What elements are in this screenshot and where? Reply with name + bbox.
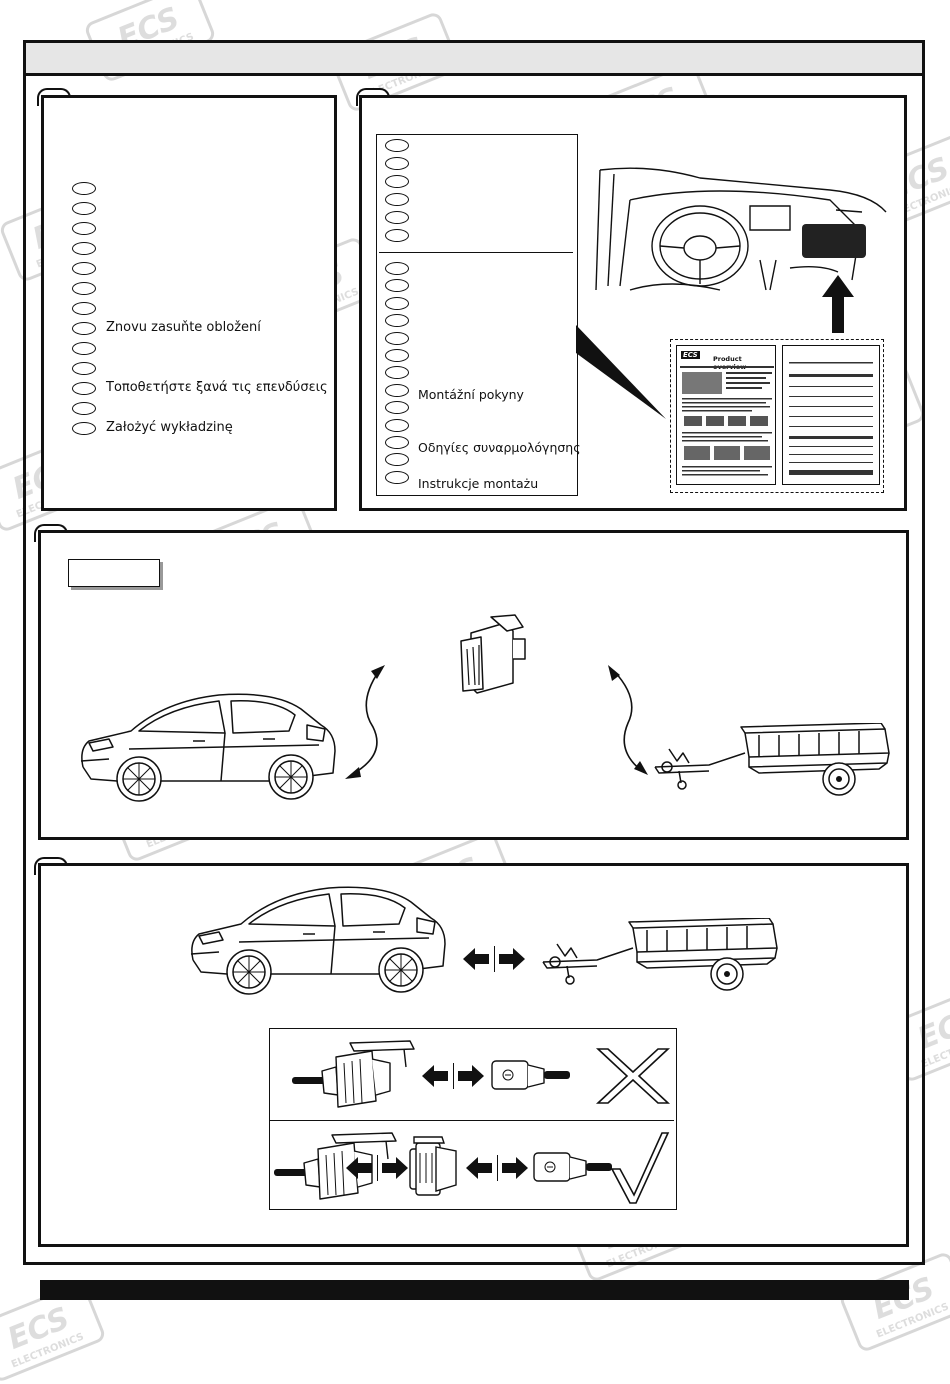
arrow-right-icon xyxy=(499,948,525,970)
step-oval xyxy=(72,222,96,235)
panel-documents: Montážní pokyny Οδηγίες συναρμολόγησης I… xyxy=(359,95,907,511)
step-oval xyxy=(385,296,409,310)
cross-icon xyxy=(595,1048,671,1104)
step-oval xyxy=(385,436,409,449)
arrow-right-icon xyxy=(382,1157,408,1179)
panel-trim-instructions: Znovu zasuňte obložení Τοποθετήστε ξανά … xyxy=(41,95,337,511)
arrow-left-icon xyxy=(466,1157,492,1179)
arrow-left-icon xyxy=(422,1065,448,1087)
watermark-logo: ECS ELECTRONICS xyxy=(837,1250,950,1354)
step-oval xyxy=(385,349,409,362)
doc-brand: ECS xyxy=(681,351,700,359)
svg-text:ECS: ECS xyxy=(3,1301,75,1357)
arrow-right-icon xyxy=(502,1157,528,1179)
arrow-left-icon xyxy=(346,1157,372,1179)
step-oval xyxy=(72,282,96,295)
check-icon xyxy=(610,1132,670,1204)
step-oval xyxy=(72,342,96,355)
page-frame xyxy=(23,73,925,1265)
dashboard-illustration xyxy=(595,167,887,291)
label-trim-cs: Znovu zasuňte obložení xyxy=(106,320,261,335)
step-oval xyxy=(385,193,409,206)
label-trim-pl: Założyć wykładzinę xyxy=(106,420,233,435)
step-oval xyxy=(385,453,409,467)
arrow-right-icon xyxy=(458,1065,484,1087)
step-oval xyxy=(72,262,96,275)
footer-bar xyxy=(40,1280,909,1300)
plug-7pin-icon xyxy=(491,1060,570,1090)
step-oval xyxy=(72,402,96,415)
step-oval xyxy=(72,362,96,375)
step-oval xyxy=(72,302,96,315)
step-oval xyxy=(72,182,96,195)
product-overview-doc: ECS Product overview xyxy=(676,345,776,485)
panel-compatibility xyxy=(38,863,909,1247)
step-oval xyxy=(385,139,409,152)
step-oval xyxy=(385,279,409,293)
adapter-icon xyxy=(409,1136,457,1196)
arrow-left-icon xyxy=(463,948,489,970)
step-oval xyxy=(385,175,409,188)
step-oval xyxy=(72,242,96,255)
step-oval xyxy=(385,366,409,380)
list-divider xyxy=(379,252,573,253)
step-oval xyxy=(385,211,409,224)
step-oval xyxy=(72,202,96,215)
label-list-cs: Montážní pokyny xyxy=(418,387,524,402)
step-oval xyxy=(72,322,96,335)
svg-text:ELECTRONICS: ELECTRONICS xyxy=(875,1301,950,1340)
page-header xyxy=(23,40,925,76)
step-oval xyxy=(385,401,409,415)
step-oval xyxy=(385,157,409,170)
step-oval xyxy=(385,418,409,432)
label-list-el: Οδηγίες συναρμολόγησης xyxy=(418,440,581,455)
comparison-divider xyxy=(270,1120,674,1121)
pointer-wedge xyxy=(576,325,666,419)
blank-label-box xyxy=(68,559,160,587)
label-list-pl: Instrukcje montażu xyxy=(418,476,539,491)
svg-text:ELECTRONICS: ELECTRONICS xyxy=(10,1331,86,1370)
car-icon xyxy=(190,886,446,995)
plug-7pin-icon xyxy=(533,1152,612,1182)
instructions-list-box: Montážní pokyny Οδηγίες συναρμολόγησης I… xyxy=(376,134,581,496)
socket-adapter-icon xyxy=(460,614,526,694)
step-oval xyxy=(385,314,409,328)
step-oval xyxy=(385,470,409,484)
glovebox-highlight xyxy=(802,224,866,258)
step-oval xyxy=(385,229,409,242)
comparison-box xyxy=(269,1028,677,1210)
socket-13pin-icon xyxy=(292,1040,415,1108)
car-icon xyxy=(80,693,336,802)
documents-group: ECS Product overview xyxy=(670,339,884,493)
step-oval xyxy=(385,331,409,345)
arrow-up-icon xyxy=(822,275,854,333)
step-oval xyxy=(72,382,96,395)
curved-arrow-right xyxy=(608,665,648,775)
label-trim-el: Τοποθετήστε ξανά τις επενδύσεις xyxy=(106,380,328,395)
step-oval xyxy=(385,262,409,275)
step-oval xyxy=(385,383,409,397)
checklist-doc xyxy=(782,345,880,485)
curved-arrow-left xyxy=(345,665,385,779)
step-oval xyxy=(72,422,96,435)
trailer-icon xyxy=(654,723,890,796)
panel-connection xyxy=(38,530,909,840)
trailer-icon xyxy=(542,918,778,991)
